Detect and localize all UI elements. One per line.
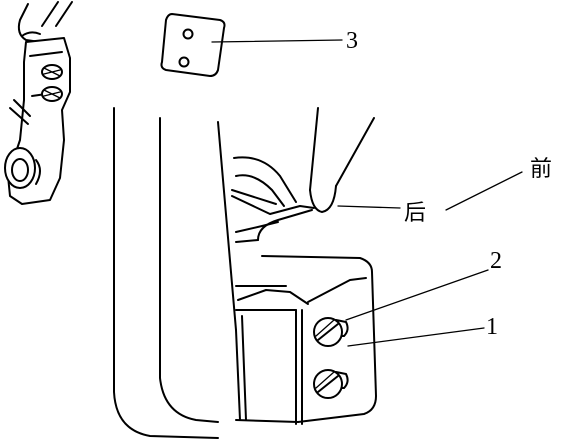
screw-lower xyxy=(313,369,349,399)
plate-hole-icon xyxy=(178,56,190,68)
leader-line-3 xyxy=(211,39,343,43)
needle-bar-clamp xyxy=(4,1,73,205)
label-part-1: 1 xyxy=(486,314,498,340)
leader-line-1 xyxy=(347,327,485,347)
label-rear: 后 xyxy=(404,201,426,226)
label-front: 前 xyxy=(530,157,552,182)
leader-line-front xyxy=(445,171,523,211)
label-part-2: 2 xyxy=(490,248,502,274)
plate-part-3 xyxy=(160,13,226,77)
plate-hole-icon xyxy=(182,28,194,40)
needle-area xyxy=(231,107,375,241)
label-part-3: 3 xyxy=(346,28,358,54)
leader-line-rear xyxy=(337,205,401,209)
block-part-1 xyxy=(235,239,377,425)
screw-part-2 xyxy=(313,317,349,347)
machine-frame xyxy=(113,107,241,439)
leader-lines xyxy=(211,39,523,347)
leader-line-2 xyxy=(345,269,489,321)
